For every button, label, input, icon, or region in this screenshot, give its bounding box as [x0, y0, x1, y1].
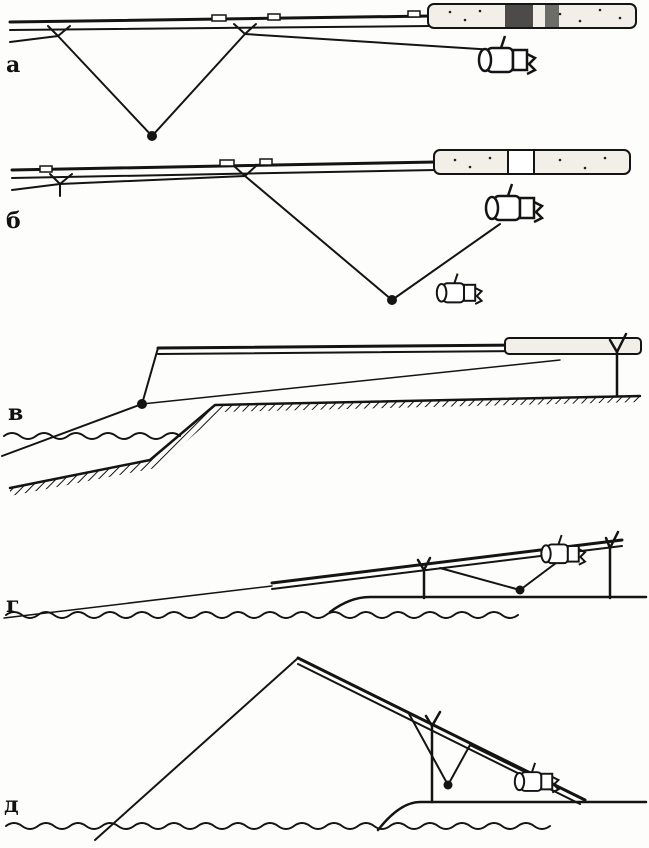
line-b [11, 165, 501, 301]
rod-handle-v [504, 337, 642, 355]
bank-slope [10, 396, 640, 496]
water-surface [5, 611, 519, 619]
spinning-reel-icon [435, 272, 483, 306]
panel-d: д [4, 656, 648, 841]
panel-label-v: в [8, 400, 23, 426]
bank-d [376, 800, 648, 832]
line-d [94, 657, 526, 841]
rod-rest-icon [608, 332, 628, 398]
spinning-reel-icon [484, 182, 544, 224]
water-surface [5, 822, 551, 830]
panel-label-a: а [6, 52, 20, 78]
rod-rest-icon [424, 710, 442, 804]
rod-b [10, 149, 631, 179]
sinker-weight-icon [147, 131, 157, 141]
panel-label-b: б [6, 208, 21, 234]
spinning-reel-icon [540, 534, 586, 566]
rod-rest-icon [416, 530, 620, 600]
spinning-reel-icon [477, 34, 537, 76]
sinker-weight-icon [443, 780, 453, 790]
panel-b: б [6, 149, 631, 305]
sinker-weight-icon [515, 585, 525, 595]
panel-label-g: г [6, 592, 19, 618]
sinker-weight-icon [387, 295, 397, 305]
line-g [3, 559, 561, 619]
water-surface [3, 432, 181, 440]
rod-a [8, 3, 637, 31]
bank-g [328, 595, 648, 614]
panel-a: а [6, 3, 637, 141]
line-a [9, 23, 496, 137]
sinker-weight-icon [137, 399, 147, 409]
panel-label-d: д [4, 792, 19, 818]
rod-v [156, 337, 642, 355]
panel-g: г [3, 530, 648, 619]
panel-v: в [1, 272, 642, 496]
